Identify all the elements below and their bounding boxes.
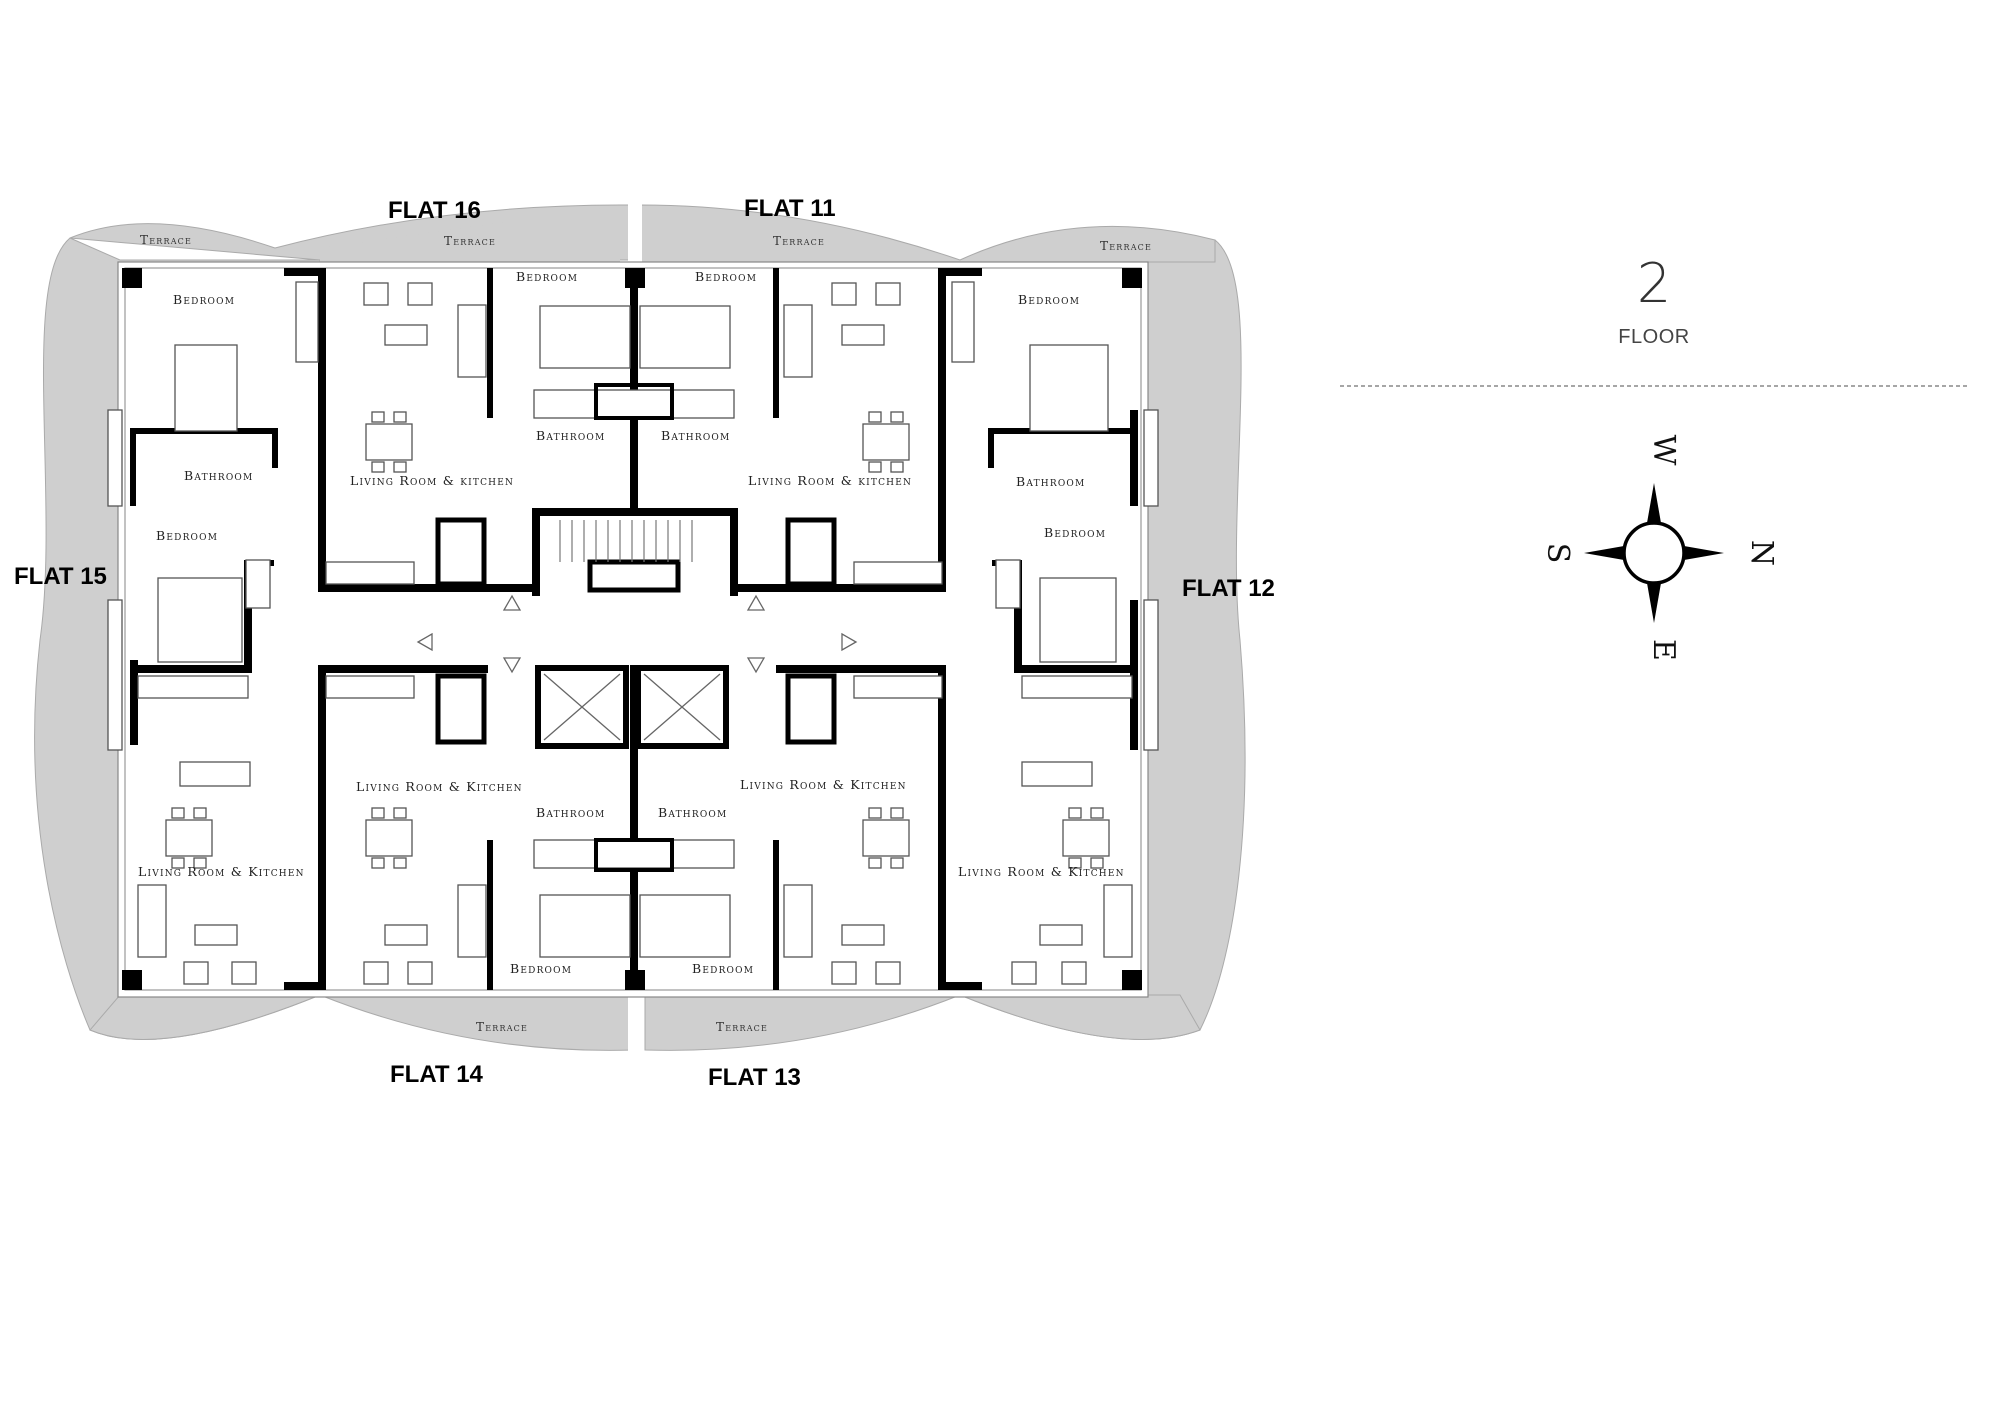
flat-label-15: FLAT 15 [14,563,107,590]
compass-rose: W N E S [1540,435,1779,661]
flat-labels: FLAT 16 FLAT 11 FLAT 15 FLAT 12 FLAT 14 … [14,195,1275,1091]
floor-indicator: 2 FLOOR [1340,252,1970,387]
structural-walls [107,268,1159,990]
room-bedroom-bottom-right: Bedroom [692,961,754,976]
room-living-flat12: Living Room & Kitchen [958,864,1125,879]
room-bedroom-top-left: Bedroom [516,269,578,284]
room-bathroom-top-left: Bathroom [536,428,605,443]
room-living-flat16: Living Room & kitchen [350,473,514,488]
room-living-flat13: Living Room & Kitchen [740,777,907,792]
compass-north: N [1744,540,1779,566]
terrace-label-flat11: Terrace [773,234,825,248]
room-living-flat14: Living Room & Kitchen [356,779,523,794]
room-bathroom-bottom-left: Bathroom [536,805,605,820]
terrace-label-flat14: Terrace [476,1020,528,1034]
room-bathroom-top-right: Bathroom [661,428,730,443]
flat-label-12: FLAT 12 [1182,575,1275,602]
room-bedroom-flat12: Bedroom [1044,525,1106,540]
room-bedroom-top-right: Bedroom [695,269,757,284]
room-bathroom-bottom-right: Bathroom [658,805,727,820]
floor-number: 2 [1637,252,1671,315]
compass-icon [1584,483,1724,623]
compass-east: E [1646,639,1681,661]
room-living-flat11: Living Room & kitchen [748,473,912,488]
room-bedroom-bottom-left: Bedroom [510,961,572,976]
terrace-label-ne: Terrace [1100,239,1152,253]
flat-label-13: FLAT 13 [708,1064,801,1091]
flat-label-14: FLAT 14 [390,1061,484,1088]
flat-label-11: FLAT 11 [744,195,836,222]
room-bathroom-flat16: Bathroom [184,468,253,483]
terrace-label-flat13: Terrace [716,1020,768,1034]
furniture [137,282,1133,985]
room-bedroom-flat15: Bedroom [156,528,218,543]
compass-south: S [1540,543,1575,564]
floor-label: FLOOR [1618,326,1689,348]
room-bedroom-flat16: Bedroom [173,292,235,307]
terrace-label-flat16: Terrace [444,234,496,248]
compass-west: W [1646,435,1681,466]
fixtures [137,281,1133,872]
room-living-flat15: Living Room & Kitchen [138,864,305,879]
flat-label-16: FLAT 16 [388,197,481,224]
room-bathroom-flat12: Bathroom [1016,474,1085,489]
room-labels: Terrace Terrace Terrace Terrace Terrace … [138,233,1152,1034]
terrace-label-nw: Terrace [140,233,192,247]
room-bedroom-flat12-top: Bedroom [1018,292,1080,307]
